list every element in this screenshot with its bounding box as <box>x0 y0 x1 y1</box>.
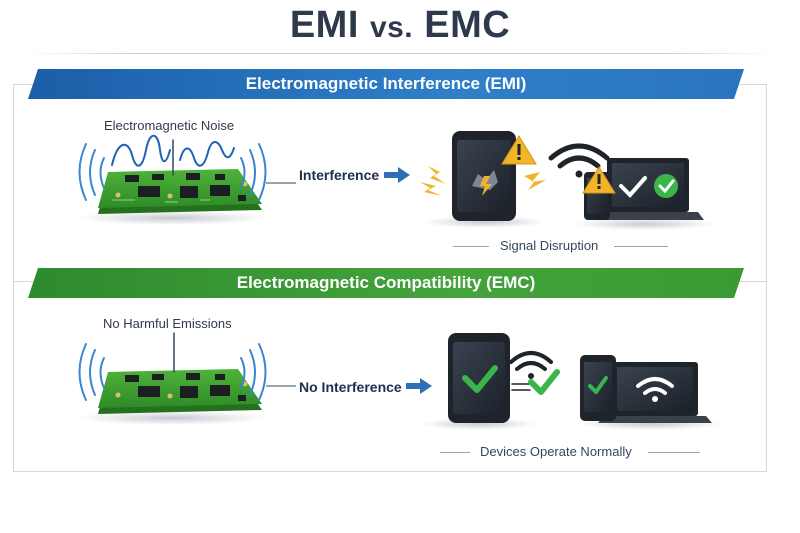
emi-banner: Electromagnetic Interference (EMI) <box>28 69 744 99</box>
emi-circuit-board-icon <box>77 169 267 225</box>
emi-caption-rule-left <box>453 246 489 247</box>
title-emi: EMI <box>289 4 359 46</box>
emi-check-icon <box>654 174 678 198</box>
emc-source-label: No Harmful Emissions <box>103 316 232 331</box>
emc-arrow-icon <box>406 378 432 394</box>
emi-arrow-icon <box>384 167 410 183</box>
emc-emission-waves-icon <box>78 332 267 401</box>
emi-caption-rule-right <box>614 246 668 247</box>
emc-phone-check-icon <box>462 365 498 393</box>
title-rule <box>24 53 776 54</box>
emi-phone-icon <box>423 131 547 228</box>
emc-caption: Devices Operate Normally <box>480 444 632 459</box>
title-vs: vs. <box>369 11 414 44</box>
emi-noise-waves-icon <box>78 134 267 201</box>
emi-wifi-icon <box>548 143 610 178</box>
emc-circuit-board-icon <box>77 369 267 425</box>
emc-caption-rule-right <box>648 452 700 453</box>
emc-wifi-icon <box>509 351 553 391</box>
warning-icon <box>501 135 537 165</box>
emc-arrow-label: No Interference <box>299 379 402 395</box>
emi-caption: Signal Disruption <box>500 238 599 253</box>
emc-caption-rule-left <box>440 452 470 453</box>
emc-laptop-icon <box>578 362 722 430</box>
title-emc: EMC <box>424 4 511 46</box>
emc-banner: Electromagnetic Compatibility (EMC) <box>28 268 744 298</box>
page-title: EMI vs. EMC <box>0 4 800 47</box>
emi-source-label: Electromagnetic Noise <box>104 118 235 133</box>
emc-phone-icon <box>421 333 537 430</box>
emc-check-icon <box>528 369 560 395</box>
emi-arrow-label: Interference <box>299 167 380 183</box>
emi-warning-icon-small <box>582 166 616 194</box>
lightning-bolt-icon <box>420 166 546 196</box>
emc-small-phone-icon <box>580 355 616 421</box>
